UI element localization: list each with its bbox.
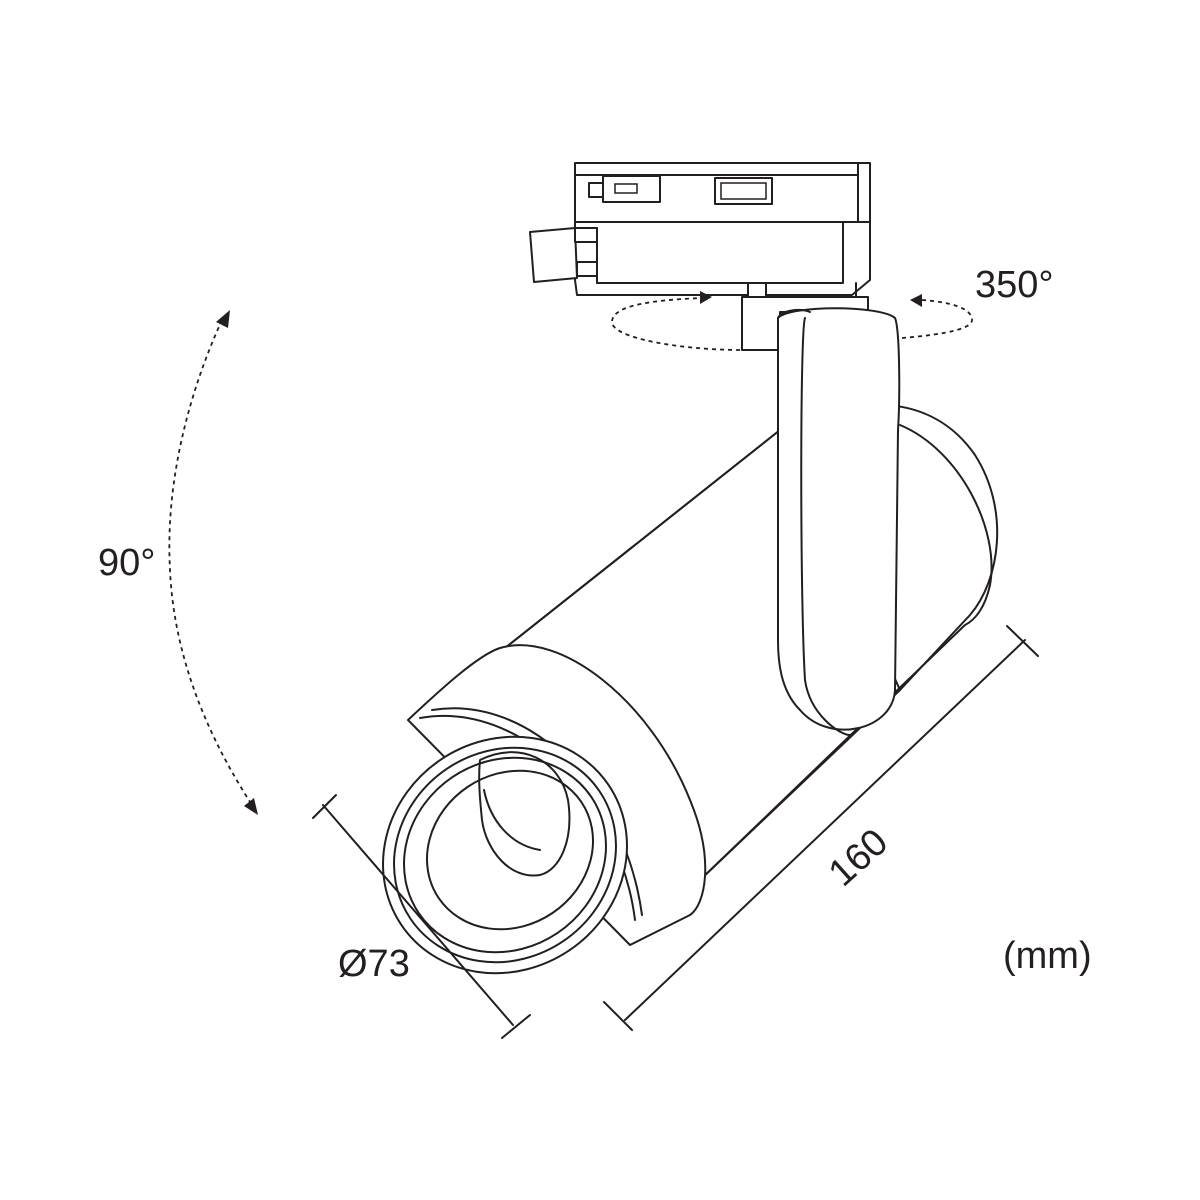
tilt-arrow-bottom-icon bbox=[244, 798, 258, 815]
diameter-dimension bbox=[312, 794, 531, 1039]
terminal-slot-right bbox=[714, 177, 773, 205]
unit-label: (mm) bbox=[1003, 935, 1092, 977]
rotation-arrow-right-icon bbox=[910, 294, 922, 307]
bracket-arm bbox=[777, 307, 901, 736]
tilt-arrow-top-icon bbox=[216, 310, 230, 328]
horizontal-rotation-indicator bbox=[611, 291, 973, 351]
track-adapter bbox=[529, 162, 871, 296]
diameter-label: Ø73 bbox=[338, 943, 410, 985]
vertical-tilt-indicator bbox=[168, 310, 258, 815]
vertical-tilt-label: 90° bbox=[98, 542, 155, 584]
horizontal-rotation-label: 350° bbox=[975, 264, 1054, 306]
length-label: 160 bbox=[821, 821, 896, 895]
terminal-slot-left bbox=[602, 175, 661, 203]
length-dimension bbox=[603, 625, 1039, 1031]
rotation-arrow-left-icon bbox=[700, 291, 712, 304]
locking-lever bbox=[529, 227, 578, 283]
